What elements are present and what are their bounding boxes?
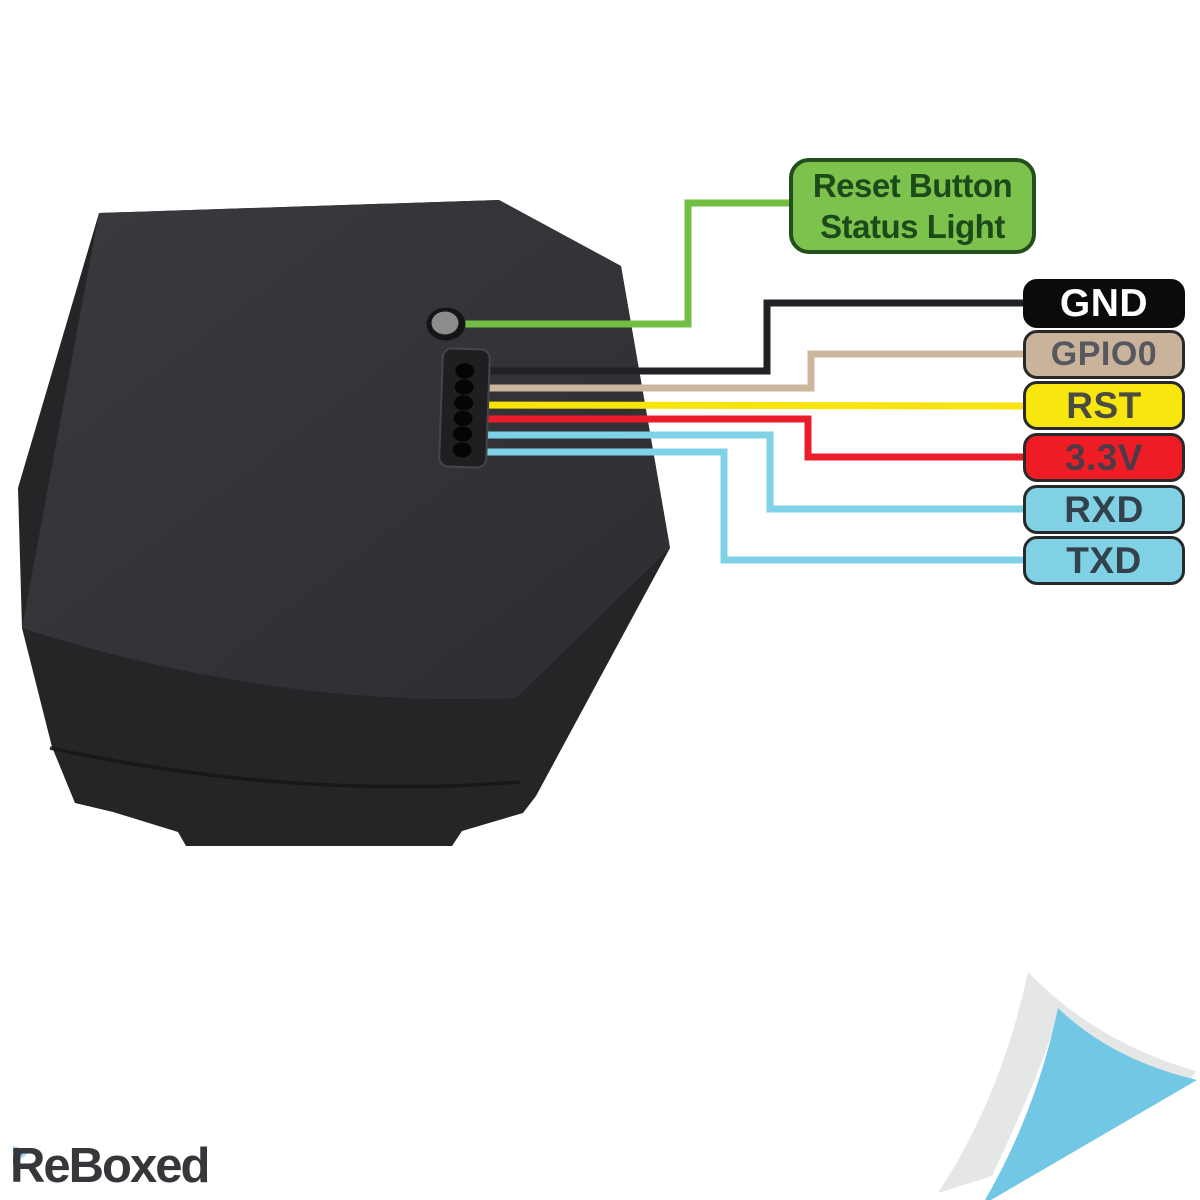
pin-label-txd: TXD <box>1023 536 1185 585</box>
relay-device-body <box>18 200 670 846</box>
reboxed-logo-text: ReBoxed <box>10 1139 210 1193</box>
reboxed-logo-fold-icon <box>13 1146 31 1165</box>
wire-rxd <box>468 431 1026 513</box>
annotation-line-1: Reset Button <box>812 166 1013 204</box>
wire-3v3 <box>468 415 1026 461</box>
page-curl-logo-icon <box>938 972 1197 1200</box>
wires <box>452 199 1027 564</box>
wire-rst <box>467 401 1027 410</box>
wire-reset-status <box>452 199 793 328</box>
page-curl-blue-layer <box>985 1008 1197 1200</box>
wire-gnd <box>468 299 1026 375</box>
connector-hole <box>455 363 475 379</box>
pin-label-gnd: GND <box>1023 279 1185 328</box>
connector-hole <box>452 442 472 458</box>
wire-txd <box>468 448 1026 564</box>
device-seam-line <box>49 746 521 789</box>
reset-status-annotation: Reset Button Status Light <box>789 158 1036 254</box>
reset-button-led <box>426 307 466 341</box>
annotation-line-2: Status Light <box>820 208 1005 245</box>
pin-label-rxd: RXD <box>1023 485 1185 534</box>
connector-hole <box>453 410 473 427</box>
pin-connector <box>438 347 491 469</box>
connector-hole <box>453 426 473 442</box>
page-curl-gray-layer <box>938 972 1196 1193</box>
connector-hole <box>454 395 474 411</box>
pin-label-3v3: 3.3V <box>1023 433 1185 482</box>
pin-label-gpio0: GPIO0 <box>1023 330 1185 379</box>
pin-label-rst: RST <box>1023 381 1185 430</box>
wire-gpio0 <box>468 350 1026 392</box>
connector-hole <box>454 379 474 395</box>
